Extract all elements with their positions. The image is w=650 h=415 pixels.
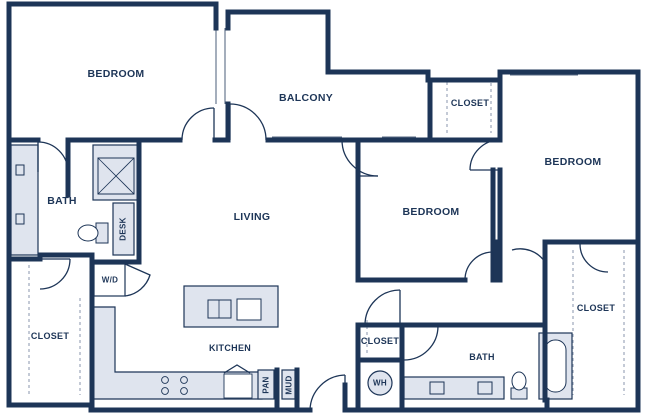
room-label-balcony: BALCONY xyxy=(278,92,334,104)
room-label-kitchen: KITCHEN xyxy=(208,343,252,353)
room-label-bath-right: BATH xyxy=(469,352,495,362)
room-label-desk: DESK xyxy=(118,217,128,241)
room-label-closet-right: CLOSET xyxy=(576,303,616,313)
room-label-closet-small: CLOSET xyxy=(360,336,400,346)
room-label-mud: MUD xyxy=(284,375,294,395)
room-label-pan: PAN xyxy=(261,376,271,394)
room-label-wh: WH xyxy=(373,378,387,388)
closet-rods xyxy=(28,81,625,395)
windows xyxy=(215,28,578,143)
walls xyxy=(6,1,641,413)
room-label-bath-left: BATH xyxy=(47,195,77,207)
room-label-living: LIVING xyxy=(233,211,271,223)
room-label-closet-top: CLOSET xyxy=(450,98,490,108)
room-label-closet-left: CLOSET xyxy=(30,331,70,341)
door-swings xyxy=(37,103,609,411)
room-label-bedroom-3: BEDROOM xyxy=(402,206,460,218)
room-label-bedroom-2: BEDROOM xyxy=(544,156,602,168)
room-label-bedroom-1: BEDROOM xyxy=(87,68,145,80)
room-label-wd: W/D xyxy=(101,275,119,285)
